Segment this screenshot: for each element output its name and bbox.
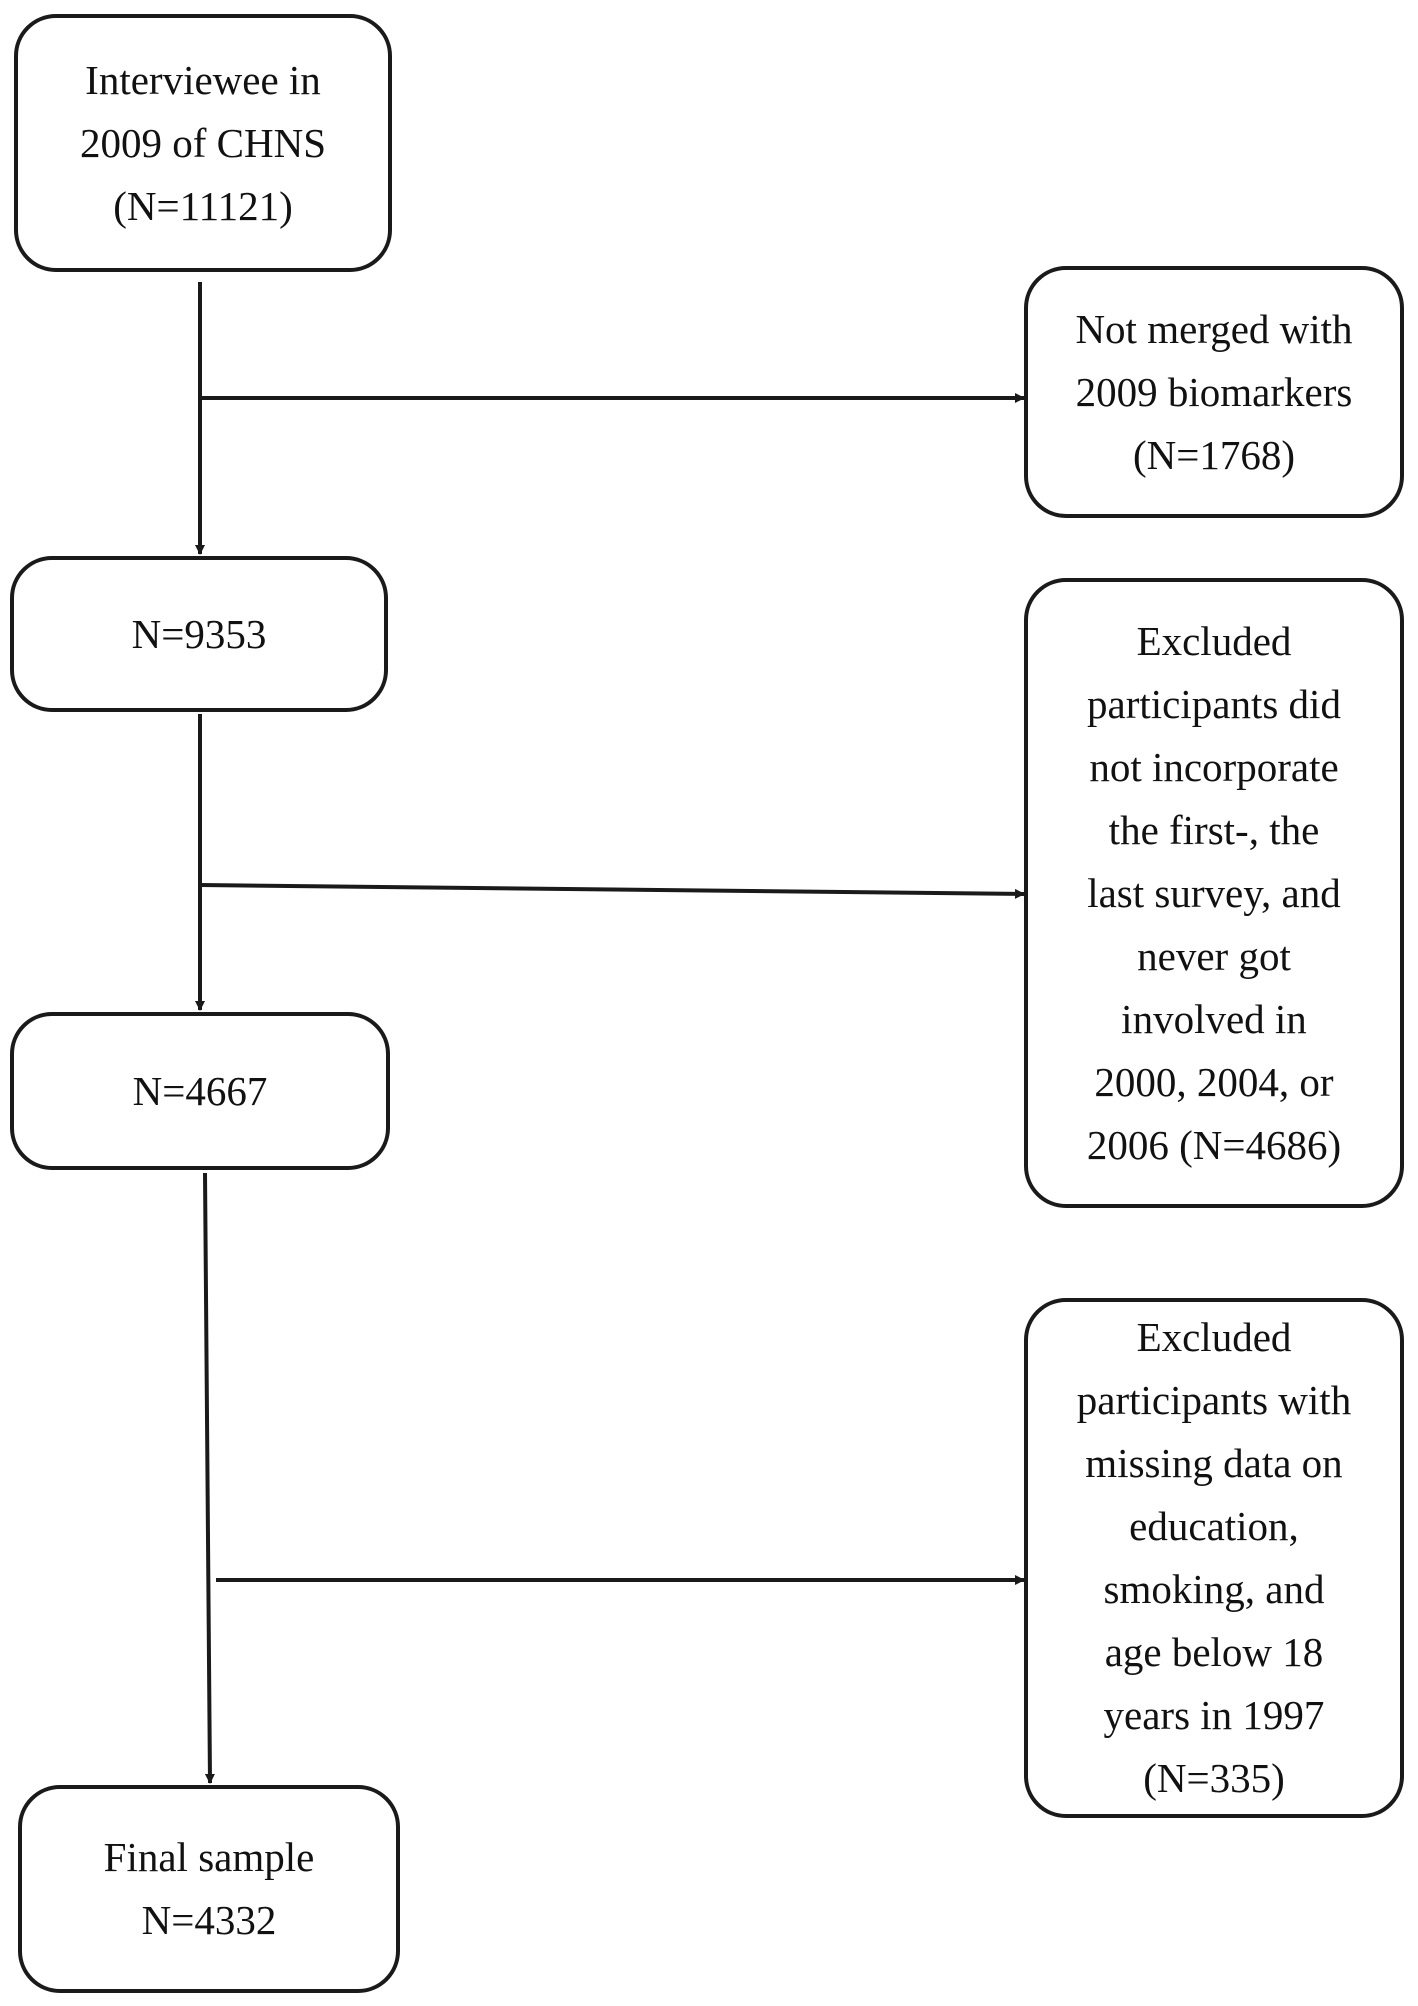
exclusion-box-survey-participation: Excluded participants did not incorporat…	[1024, 578, 1404, 1208]
exclusion-label-missing-data: Excluded participants with missing data …	[1076, 1314, 1352, 1801]
arrow-step3-to-final	[203, 1172, 215, 1784]
step-box-after-biomarker-merge: N=9353	[10, 556, 388, 712]
step-label-after-survey: N=4667	[132, 1067, 268, 1114]
exclusion-box-missing-data: Excluded participants with missing data …	[1024, 1298, 1404, 1818]
arrow-to-exclusion-2	[199, 883, 1025, 899]
step-box-after-survey-exclusion: N=4667	[10, 1012, 390, 1170]
step-label-initial: Interviewee in 2009 of CHNS (N=11121)	[79, 56, 327, 229]
exclusion-label-survey-participation: Excluded participants did not incorporat…	[1086, 617, 1342, 1168]
exclusion-label-not-merged: Not merged with 2009 biomarkers (N=1768)	[1075, 305, 1353, 478]
step-label-after-merge: N=9353	[131, 610, 267, 657]
step-box-final-sample: Final sample N=4332	[18, 1785, 400, 1993]
exclusion-box-not-merged: Not merged with 2009 biomarkers (N=1768)	[1024, 266, 1404, 518]
step-label-final: Final sample N=4332	[103, 1834, 315, 1943]
step-box-initial-interviewees: Interviewee in 2009 of CHNS (N=11121)	[14, 14, 392, 272]
